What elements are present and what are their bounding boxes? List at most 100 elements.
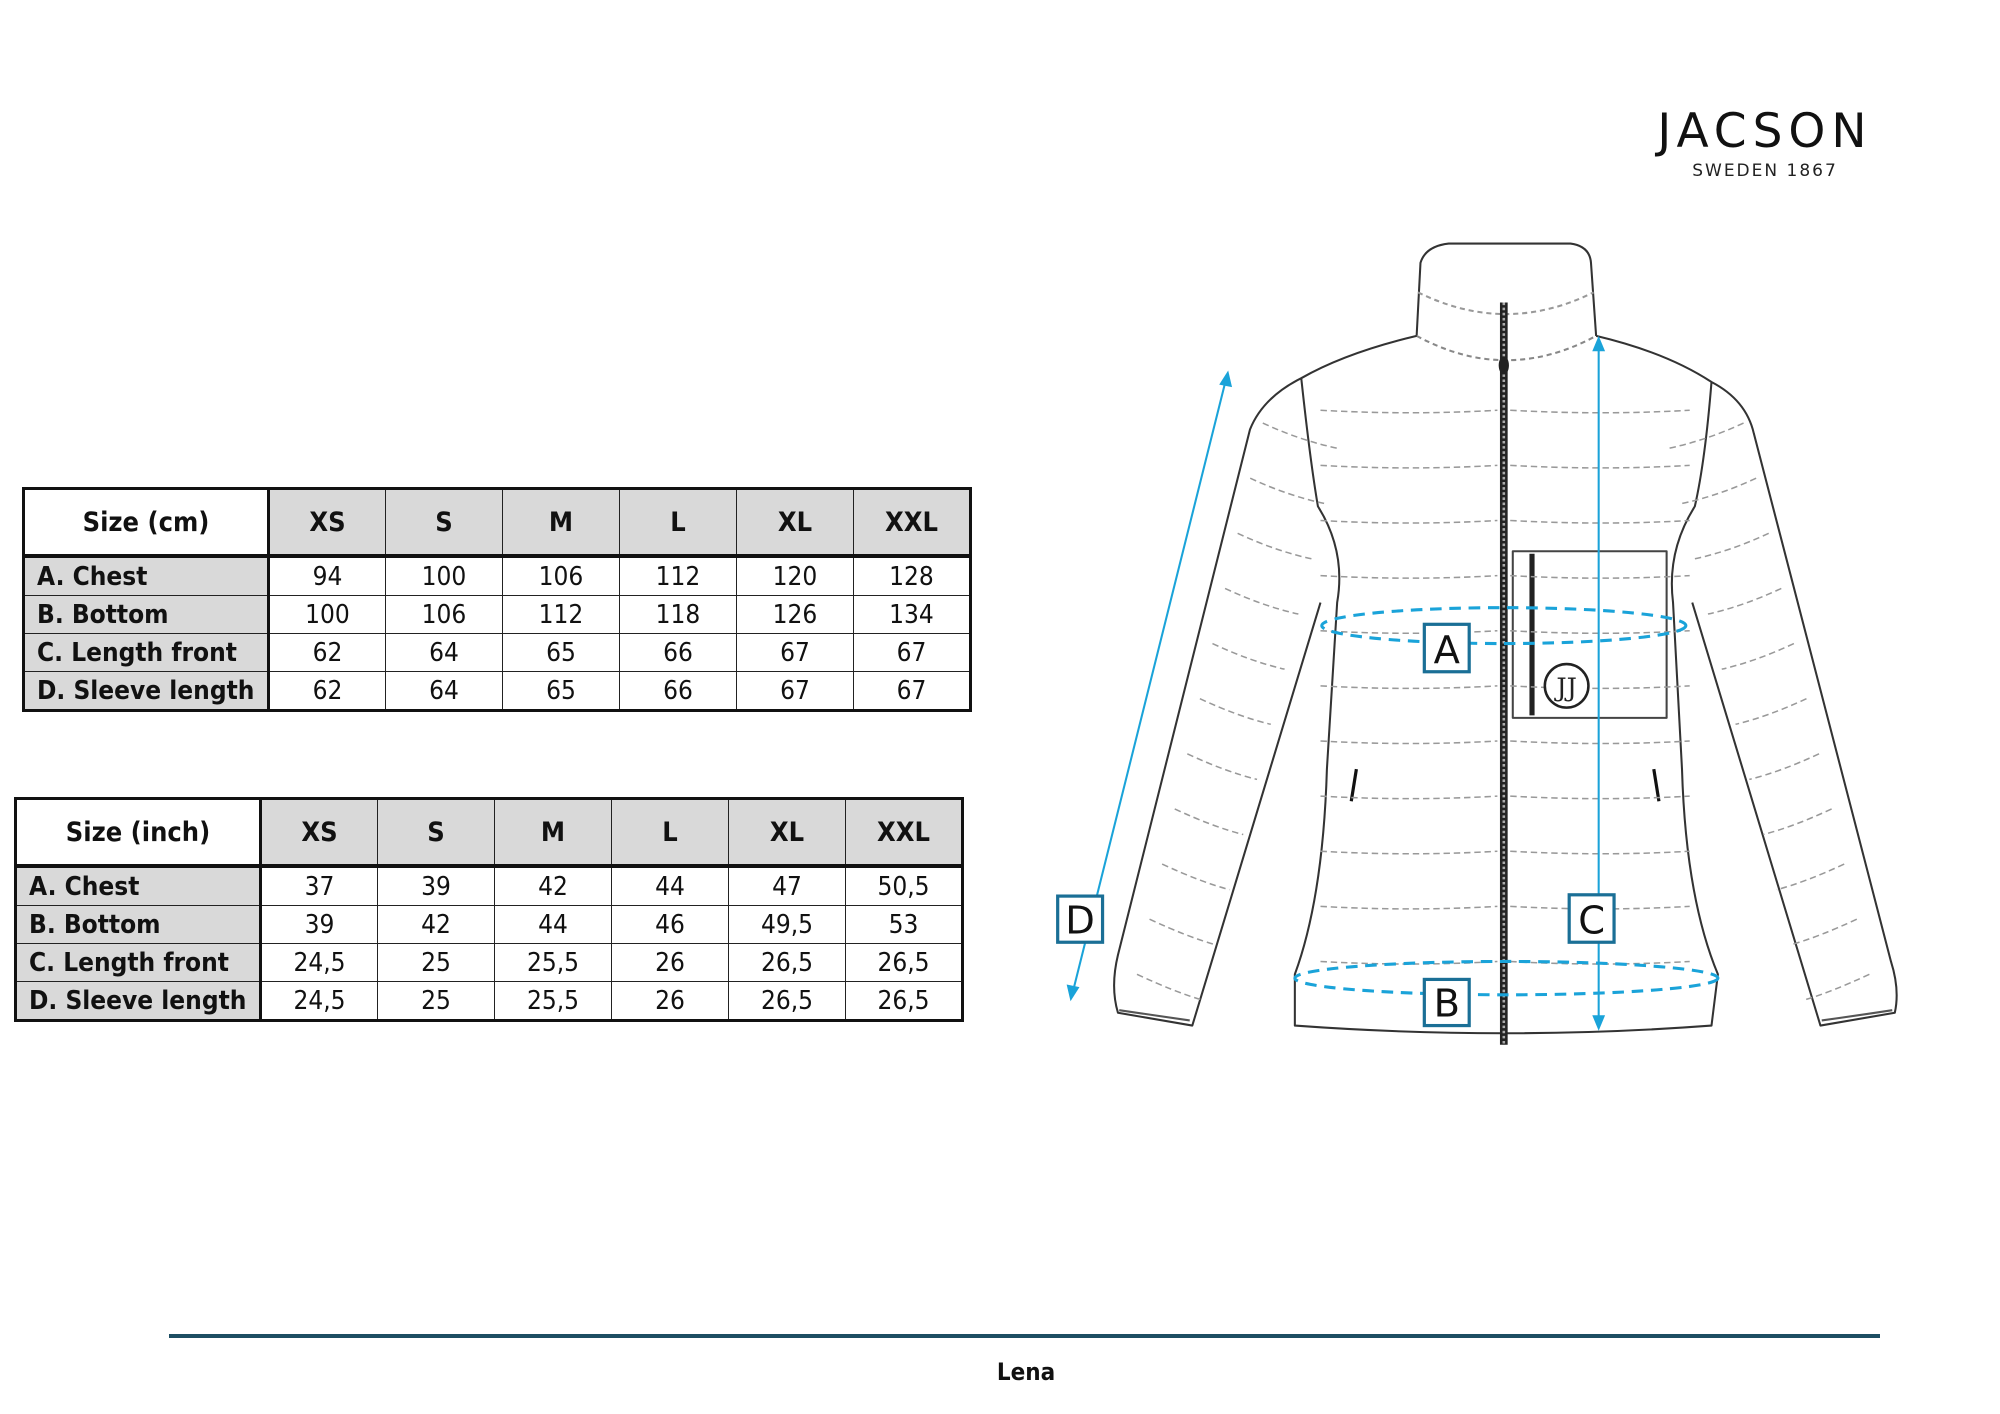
quilt-line xyxy=(1790,918,1858,946)
quilt-line xyxy=(1749,753,1820,781)
svg-text:A: A xyxy=(1434,628,1460,673)
svg-text:D: D xyxy=(1065,898,1095,943)
row-label: B. Bottom xyxy=(15,905,262,944)
table-cell: 39 xyxy=(260,905,378,944)
quilt-line xyxy=(1320,464,1690,469)
table-cell: 67 xyxy=(736,671,854,711)
table-cell: 25 xyxy=(377,981,495,1021)
size-header: XXL xyxy=(845,798,963,868)
table-cell: 24,5 xyxy=(260,943,378,982)
bottom-measure-line xyxy=(1293,959,1720,997)
brand-logo: JACSON SWEDEN 1867 xyxy=(1640,104,1890,181)
table-cell: 67 xyxy=(853,671,971,711)
svg-text:C: C xyxy=(1578,898,1605,943)
quilting-lines xyxy=(1136,409,1870,1001)
size-header: XL xyxy=(728,798,846,868)
row-label: D. Sleeve length xyxy=(23,671,270,711)
table-cell: 25,5 xyxy=(494,943,612,982)
table-cell: 94 xyxy=(268,555,386,596)
table-cell: 26,5 xyxy=(728,981,846,1021)
table-cell: 37 xyxy=(260,865,378,906)
table-cell: 106 xyxy=(502,555,620,596)
table-cell: 66 xyxy=(619,671,737,711)
table-cell: 64 xyxy=(385,633,503,672)
quilt-line xyxy=(1735,697,1807,726)
chest-measure-line xyxy=(1320,606,1688,646)
zipper xyxy=(1498,302,1509,1045)
table-cell: 25 xyxy=(377,943,495,982)
table-cell: 65 xyxy=(502,671,620,711)
table-cell: 66 xyxy=(619,633,737,672)
quilt-line xyxy=(1186,753,1258,781)
brand-tagline: SWEDEN 1867 xyxy=(1692,161,1838,181)
quilt-line xyxy=(1804,973,1870,1001)
size-header: M xyxy=(502,488,620,558)
brand-name: JACSON xyxy=(1657,104,1873,159)
table-cell: 67 xyxy=(853,633,971,672)
quilt-line xyxy=(1320,574,1690,579)
quilt-line xyxy=(1320,795,1690,800)
quilt-line xyxy=(1320,685,1690,690)
quilt-line xyxy=(1320,850,1690,855)
quilt-line xyxy=(1320,409,1690,414)
row-label: C. Length front xyxy=(23,633,270,672)
quilt-line xyxy=(1174,808,1244,836)
quilt-line xyxy=(1212,642,1285,670)
quilt-line xyxy=(1199,697,1271,726)
table-cell: 62 xyxy=(268,671,386,711)
row-label: C. Length front xyxy=(15,943,262,982)
quilt-line xyxy=(1762,808,1832,836)
table-cell: 120 xyxy=(736,555,854,596)
table-cell: 26 xyxy=(611,943,729,982)
size-header: XXL xyxy=(853,488,971,558)
quilt-line xyxy=(1320,740,1690,745)
table-cell: 25,5 xyxy=(494,981,612,1021)
size-header: S xyxy=(377,798,495,868)
label-c: C xyxy=(1567,893,1616,944)
quilt-line xyxy=(1680,477,1757,505)
table-cell: 53 xyxy=(845,905,963,944)
table-cell: 39 xyxy=(377,865,495,906)
quilt-line xyxy=(1224,587,1299,615)
quilt-line xyxy=(1320,629,1690,635)
quilt-line xyxy=(1776,863,1845,891)
table-cell: 26,5 xyxy=(845,943,963,982)
quilt-line xyxy=(1237,532,1313,560)
svg-text:B: B xyxy=(1434,982,1460,1027)
table-header-label: Size (cm) xyxy=(23,488,270,558)
size-header: L xyxy=(619,488,737,558)
quilt-line xyxy=(1666,422,1744,450)
table-cell: 100 xyxy=(385,555,503,596)
table-cell: 49,5 xyxy=(728,905,846,944)
quilt-line xyxy=(1320,519,1690,524)
quilt-line xyxy=(1161,863,1230,891)
quilt-line xyxy=(1707,587,1782,615)
table-cell: 65 xyxy=(502,633,620,672)
table-cell: 24,5 xyxy=(260,981,378,1021)
quilt-line xyxy=(1149,918,1216,946)
quilt-line xyxy=(1249,477,1327,505)
size-header: XS xyxy=(260,798,378,868)
label-b: B xyxy=(1422,977,1471,1028)
table-cell: 26,5 xyxy=(728,943,846,982)
size-header: L xyxy=(611,798,729,868)
label-a: A xyxy=(1422,622,1471,674)
footer-divider xyxy=(169,1334,1880,1338)
quilt-line xyxy=(1136,973,1203,1001)
table-cell: 42 xyxy=(494,865,612,906)
quilt-line xyxy=(1694,532,1770,560)
quilt-line xyxy=(1320,960,1690,965)
logo-emblem-icon: JJ xyxy=(1543,662,1590,709)
table-cell: 26,5 xyxy=(845,981,963,1021)
row-label: A. Chest xyxy=(15,865,262,906)
